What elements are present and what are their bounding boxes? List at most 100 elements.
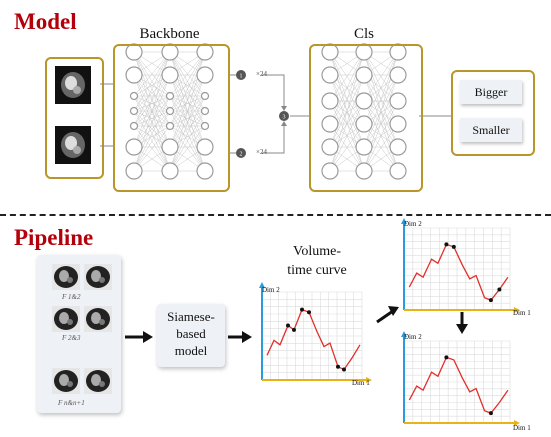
axis-dim1-bottom: Dim 1 (513, 424, 531, 432)
siamese-label-line-3: model (174, 343, 208, 358)
arrow-to-refined-curve (376, 306, 399, 324)
frame-thumbnails (52, 264, 112, 394)
neuron (389, 66, 407, 84)
plot-grid (403, 227, 511, 311)
input-pair-box (45, 57, 104, 179)
curve-point (307, 310, 311, 315)
siamese-model-box (157, 304, 225, 367)
volume-curve (266, 308, 361, 371)
siamese-label-line-1: Siamese- (167, 309, 215, 324)
neuron (125, 66, 143, 84)
neuron (196, 138, 214, 156)
neuron-small (165, 106, 175, 116)
neuron-small (200, 106, 210, 116)
neuron-small (129, 106, 139, 116)
svg-text:1: 1 (240, 74, 243, 80)
neuron-small (165, 121, 175, 131)
curve-plot-top-right (401, 218, 520, 313)
model-title: Model (14, 9, 77, 34)
backbone-box (113, 44, 230, 192)
axis-dim2-main: Dim 2 (262, 286, 280, 294)
frame-thumbnail (52, 264, 80, 290)
feature-top: 1 (228, 70, 246, 80)
axis-dim2-top: Dim 2 (404, 220, 422, 228)
curve-point (497, 287, 502, 292)
backbone-network (125, 43, 214, 180)
input-image-bottom (55, 126, 91, 164)
axis-dim1-top: Dim 1 (513, 309, 531, 317)
neuron (321, 138, 339, 156)
curve-point (488, 298, 493, 303)
cls-network (321, 43, 407, 180)
siamese-model-label: Siamese- based model (157, 308, 225, 359)
model-network-svg: 1 2 3 (55, 43, 451, 180)
neuron (321, 162, 339, 180)
curve-point (451, 244, 456, 249)
curve-label-line-1: Volume- (293, 244, 341, 259)
input-image-top (55, 66, 91, 104)
plot-grid (403, 340, 511, 424)
curve-point (286, 323, 290, 328)
neuron-small (200, 91, 210, 101)
section-divider (0, 214, 551, 216)
frame-pair-label-2: F 2&3 (62, 334, 81, 342)
arrow-to-siamese (125, 331, 153, 343)
volume-curve (408, 356, 509, 414)
neuron (161, 162, 179, 180)
frame-pair-label-3: F n&n+1 (58, 399, 85, 407)
curve-label-line-2: time curve (287, 263, 347, 278)
frame-thumbnail (84, 368, 112, 394)
arrow-down (456, 312, 468, 334)
curve-point (342, 367, 346, 372)
cls-box (309, 44, 423, 192)
curve-point (300, 307, 304, 312)
neuron (389, 92, 407, 110)
neuron (161, 138, 179, 156)
neuron (355, 92, 373, 110)
output-smaller: Smaller (460, 118, 522, 142)
neuron (196, 162, 214, 180)
curve-point (292, 327, 296, 332)
neuron (389, 162, 407, 180)
neuron (125, 162, 143, 180)
neuron (355, 162, 373, 180)
arrow-to-curve (228, 331, 252, 343)
curve-point (488, 411, 493, 416)
volume-curve-plot (259, 282, 372, 383)
output-bigger: Bigger (460, 80, 522, 104)
plot-grid (261, 291, 363, 381)
neuron (321, 92, 339, 110)
merge-line-bottom (262, 124, 285, 154)
neuron-small (129, 91, 139, 101)
svg-text:2: 2 (240, 152, 243, 158)
curve-plot-bottom-right (401, 331, 520, 426)
merge-line-top (262, 74, 285, 108)
axis-dim1-main: Dim 1 (352, 379, 370, 387)
neuron (355, 115, 373, 133)
pipeline-title: Pipeline (14, 225, 94, 250)
feature-bottom: 2 (228, 148, 246, 158)
curve-label: Volume- time curve (262, 242, 372, 280)
repeat-label-top: ×24 (256, 70, 267, 78)
neuron (321, 66, 339, 84)
curve-point (444, 355, 449, 360)
neuron (125, 138, 143, 156)
curve-point (336, 364, 340, 369)
merge-arrow-bottom (281, 121, 287, 126)
neuron-small (129, 121, 139, 131)
volume-curve (408, 243, 509, 301)
siamese-label-line-2: based (176, 326, 206, 341)
merge-arrow-top (281, 106, 287, 111)
neuron (389, 115, 407, 133)
neuron (321, 115, 339, 133)
frame-thumbnail (84, 264, 112, 290)
curve-point (444, 242, 449, 247)
neuron (355, 138, 373, 156)
merged-feature: 3 (279, 111, 289, 121)
repeat-label-bottom: ×24 (256, 148, 267, 156)
neuron (196, 66, 214, 84)
neuron-small (200, 121, 210, 131)
neuron (161, 66, 179, 84)
neuron (355, 66, 373, 84)
